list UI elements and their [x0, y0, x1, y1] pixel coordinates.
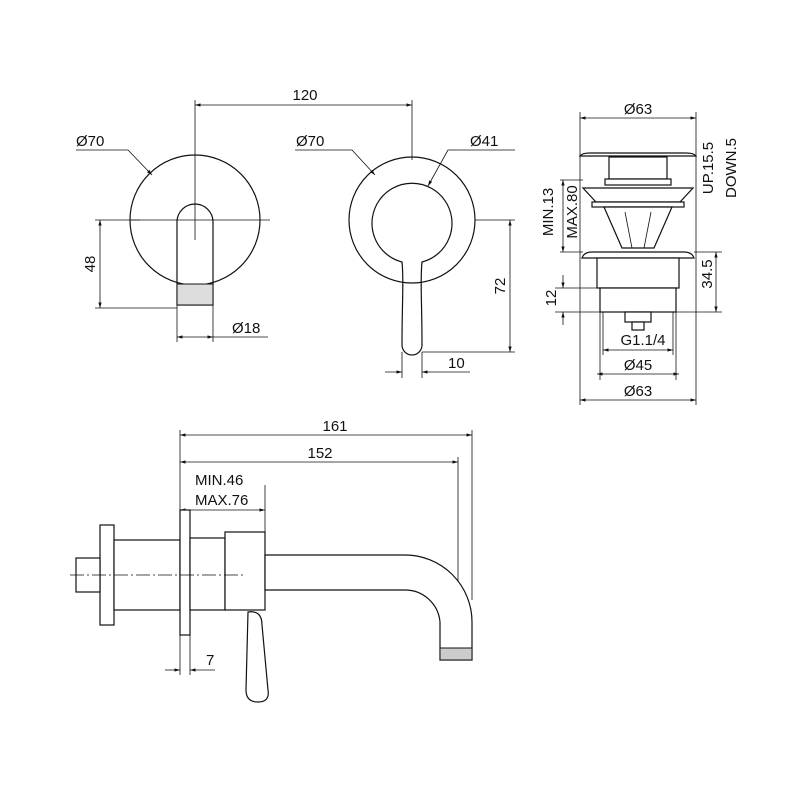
projection: 152 [307, 445, 332, 462]
waste-body-diameter: Ø45 [624, 357, 652, 374]
spout-height: 48 [82, 256, 99, 273]
waste-thread: G1.1/4 [620, 332, 665, 349]
pop-up-waste [555, 112, 722, 405]
waste-thread-height: 12 [543, 290, 560, 307]
side-view [70, 430, 473, 703]
spout-diameter: Ø18 [232, 320, 260, 337]
plate-thickness: 7 [206, 652, 214, 669]
centre-distance: 120 [292, 87, 317, 104]
waste-up: UP.15.5 [700, 142, 717, 194]
waste-down: DOWN.5 [723, 138, 740, 198]
wall-max: MAX.76 [195, 492, 248, 509]
waste-min: MIN.13 [540, 188, 557, 236]
waste-cap-diameter: Ø63 [624, 101, 652, 118]
lever-plate-diameter: Ø70 [296, 133, 324, 150]
waste-height: 34.5 [699, 259, 716, 288]
spout-plate-diameter: Ø70 [76, 133, 104, 150]
lever-width: 10 [448, 355, 465, 372]
wall-min: MIN.46 [195, 472, 243, 489]
spout-front-view [76, 100, 270, 342]
waste-max: MAX.80 [564, 185, 581, 238]
lever-front-view [295, 149, 515, 378]
waste-flange-diameter: Ø63 [624, 383, 652, 400]
lever-length: 72 [492, 278, 509, 295]
total-length: 161 [322, 418, 347, 435]
lever-inner-diameter: Ø41 [470, 133, 498, 150]
